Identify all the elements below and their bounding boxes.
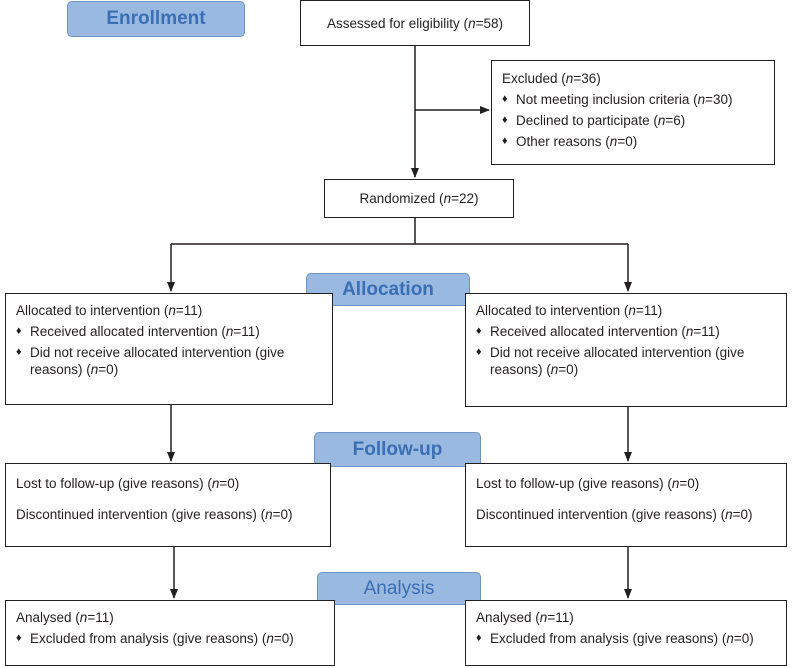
- diamond-bullet-icon: ♦: [16, 632, 22, 644]
- diamond-bullet-icon: ♦: [502, 114, 508, 126]
- excluded-item: ♦ Declined to participate (n=6): [502, 113, 686, 128]
- right-follow-up-box: Lost to follow-up (give reasons) (n=0) D…: [465, 463, 787, 547]
- excluded-title: Excluded (n=36): [502, 71, 601, 86]
- left-follow-up-box: Lost to follow-up (give reasons) (n=0) D…: [5, 463, 331, 547]
- allocated-title: Allocated to intervention (n=11): [16, 303, 203, 318]
- left-allocation-box: Allocated to intervention (n=11) ♦ Recei…: [5, 293, 333, 405]
- assessed-text: Assessed for eligibility (n=58): [327, 15, 503, 31]
- excluded-item: ♦ Not meeting inclusion criteria (n=30): [502, 92, 733, 107]
- discontinued-intervention: Discontinued intervention (give reasons)…: [16, 507, 293, 522]
- randomized-text: Randomized (n=22): [359, 191, 479, 206]
- left-analysis-box: Analysed (n=11) ♦ Excluded from analysis…: [5, 600, 335, 666]
- diamond-bullet-icon: ♦: [476, 632, 482, 644]
- excluded-box: Excluded (n=36) ♦ Not meeting inclusion …: [491, 60, 775, 165]
- stage-allocation-label: Allocation: [342, 278, 434, 300]
- analysed-count: Analysed (n=11): [16, 610, 114, 625]
- stage-analysis-label: Analysis: [363, 577, 435, 599]
- randomized-box: Randomized (n=22): [324, 179, 514, 218]
- right-allocation-box: Allocated to intervention (n=11) ♦ Recei…: [465, 293, 787, 407]
- diamond-bullet-icon: ♦: [16, 325, 22, 337]
- allocation-item: ♦ Received allocated intervention (n=11): [476, 324, 720, 339]
- diamond-bullet-icon: ♦: [476, 325, 482, 337]
- stage-follow-up-label: Follow-up: [352, 438, 443, 460]
- analysed-count: Analysed (n=11): [476, 610, 574, 625]
- lost-to-follow-up: Lost to follow-up (give reasons) (n=0): [476, 476, 700, 491]
- stage-follow-up: Follow-up: [314, 432, 481, 467]
- discontinued-intervention: Discontinued intervention (give reasons)…: [476, 507, 753, 522]
- excluded-item: ♦ Other reasons (n=0): [502, 134, 638, 149]
- assessed-box: Assessed for eligibility (n=58): [300, 0, 530, 46]
- stage-allocation: Allocation: [306, 273, 470, 306]
- analysis-item: ♦ Excluded from analysis (give reasons) …: [476, 631, 754, 646]
- analysis-item: ♦ Excluded from analysis (give reasons) …: [16, 631, 294, 646]
- stage-analysis: Analysis: [317, 572, 481, 605]
- allocation-item: ♦ Did not receive allocated intervention…: [16, 345, 285, 377]
- diamond-bullet-icon: ♦: [502, 135, 508, 147]
- allocation-item: ♦ Received allocated intervention (n=11): [16, 324, 260, 339]
- diamond-bullet-icon: ♦: [502, 93, 508, 105]
- diamond-bullet-icon: ♦: [16, 346, 22, 358]
- allocation-item: ♦ Did not receive allocated intervention…: [476, 345, 745, 377]
- stage-enrollment: Enrollment: [67, 1, 245, 37]
- allocated-title: Allocated to intervention (n=11): [476, 303, 663, 318]
- stage-enrollment-label: Enrollment: [106, 8, 206, 29]
- lost-to-follow-up: Lost to follow-up (give reasons) (n=0): [16, 476, 240, 491]
- diamond-bullet-icon: ♦: [476, 346, 482, 358]
- right-analysis-box: Analysed (n=11) ♦ Excluded from analysis…: [465, 600, 787, 666]
